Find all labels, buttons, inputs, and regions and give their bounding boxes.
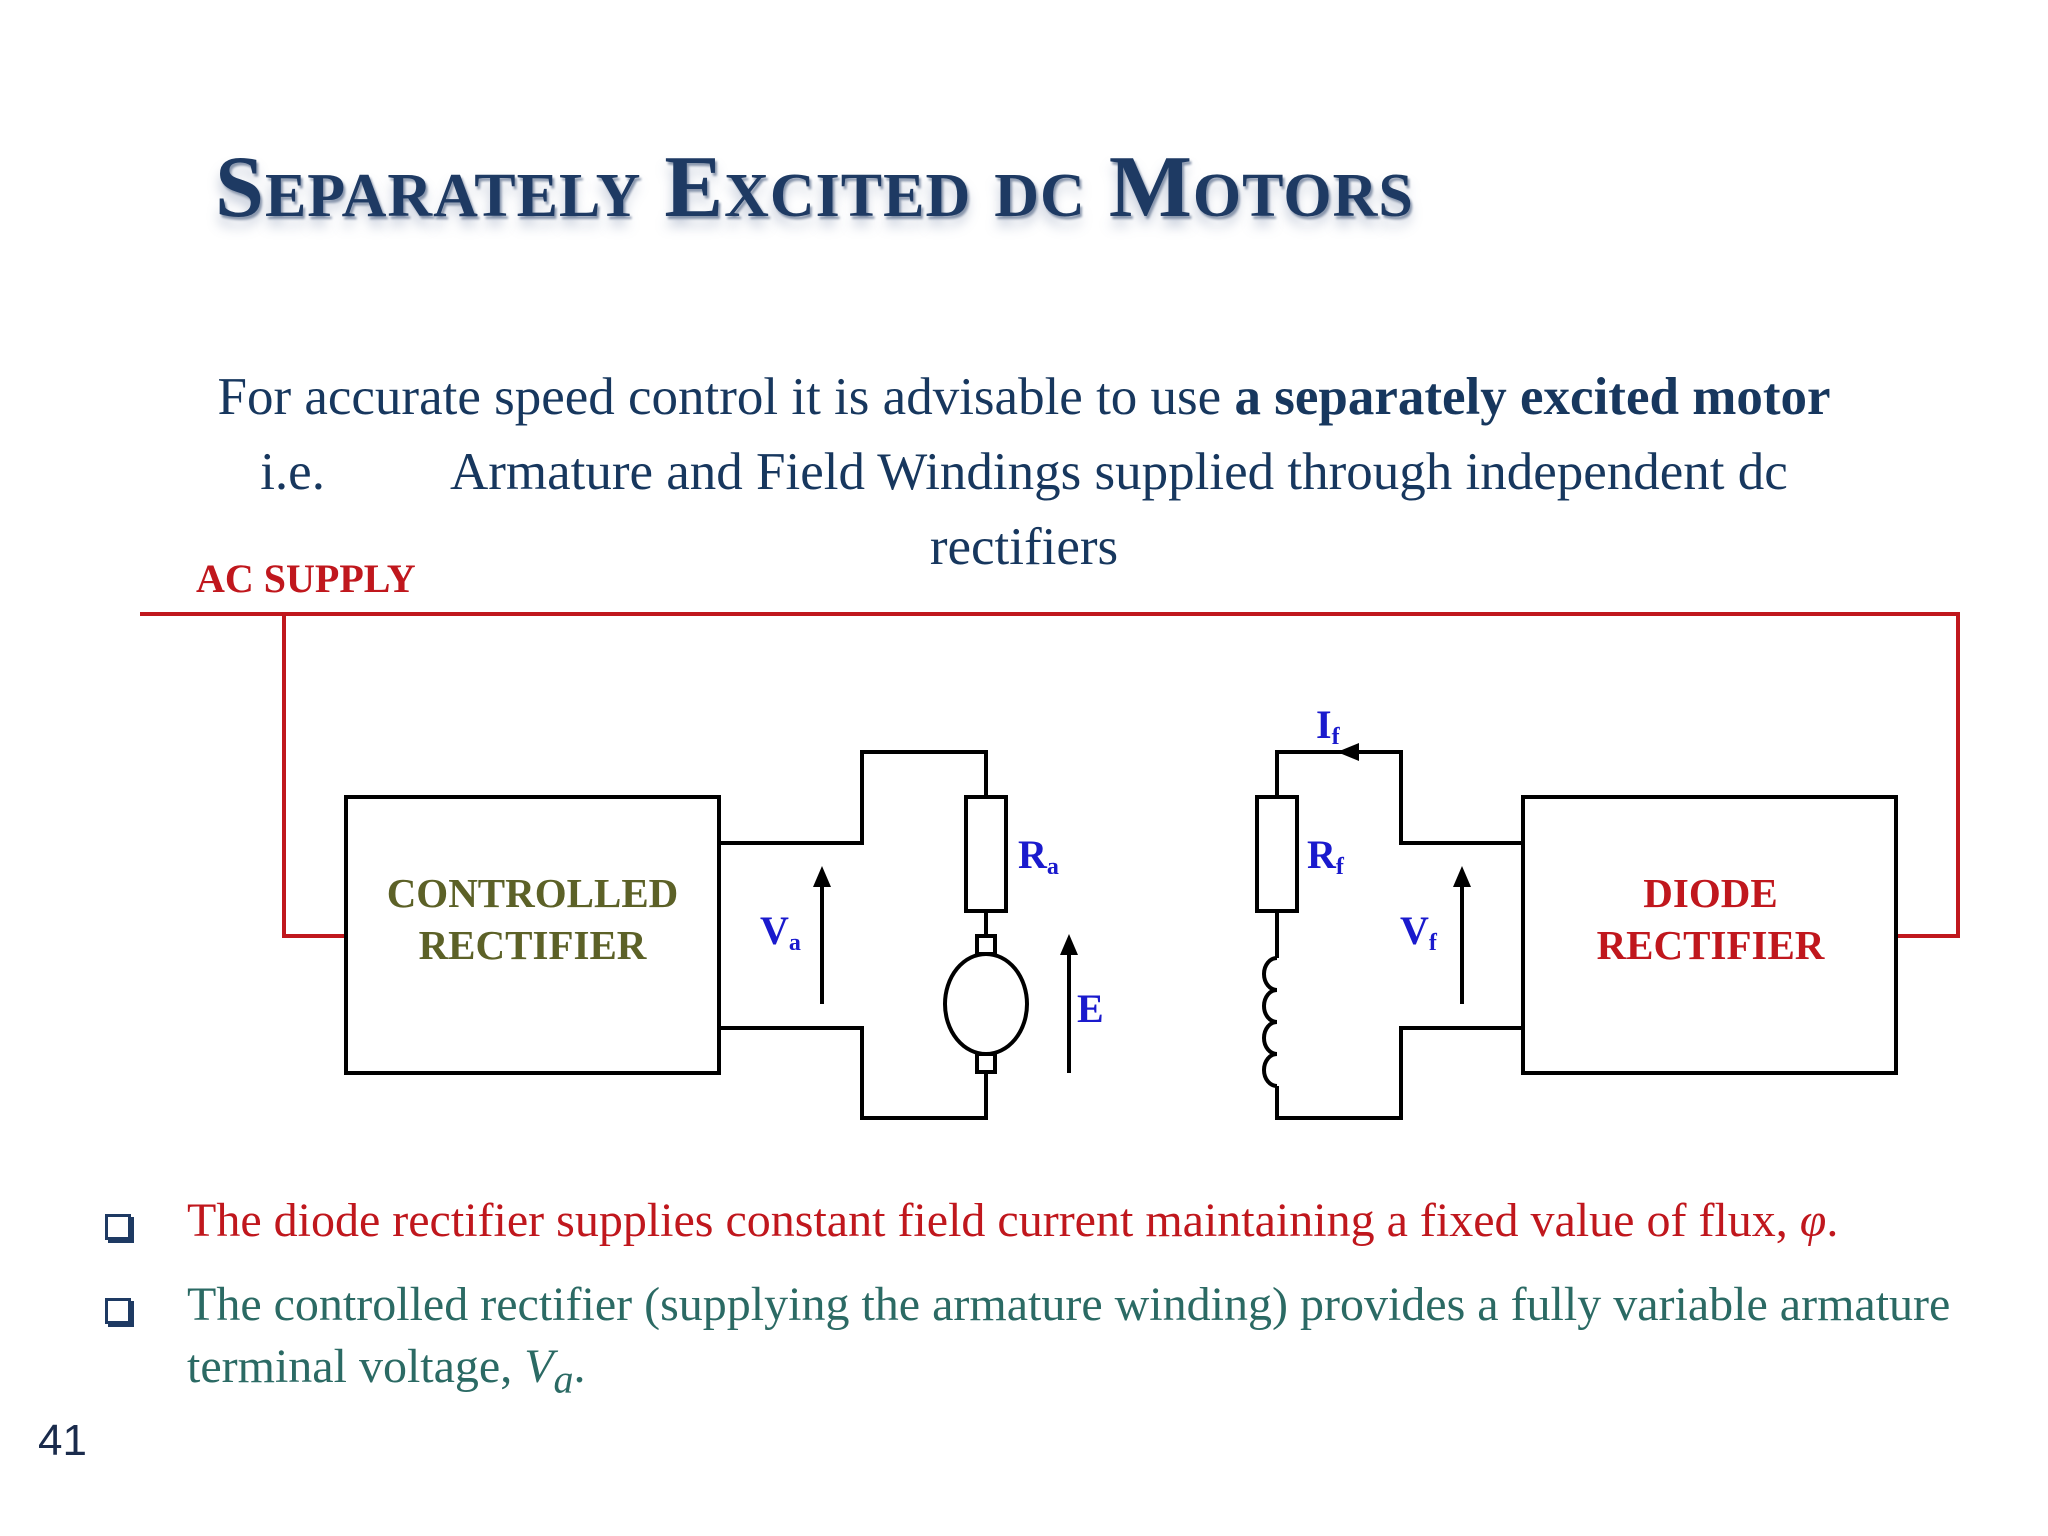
intro-line1-bold: a separately excited motor (1234, 368, 1831, 426)
intro-line2-text: Armature and Field Windings supplied thr… (449, 443, 1788, 501)
field-resistor-rf (1255, 795, 1299, 913)
ac-supply-label: AC SUPPLY (196, 556, 416, 601)
page-number: 41 (38, 1416, 87, 1465)
diode-rectifier-box (1521, 795, 1898, 1075)
label-va: Va (760, 908, 801, 956)
intro-line3: rectifiers (929, 518, 1119, 576)
slide-title: Separately Excited dc Motors (215, 139, 1414, 236)
armature-bottom-wire (719, 1026, 988, 1120)
if-arrow-icon (1337, 743, 1359, 761)
label-ra: Ra (1018, 832, 1059, 880)
field-top-wire (1275, 750, 1523, 845)
intro-ie: i.e. (260, 443, 325, 501)
intro-line1-plain: For accurate speed control it is advisab… (217, 368, 1235, 426)
dc-motor-icon (943, 952, 1029, 1056)
bullet-item: The controlled rectifier (supplying the … (105, 1274, 2005, 1411)
checkbox-bullet-icon (105, 1298, 131, 1324)
field-bottom-wire (1275, 1026, 1523, 1120)
label-e: E (1077, 986, 1104, 1031)
ac-supply-drop-left (282, 614, 346, 938)
label-vf: Vf (1400, 908, 1437, 956)
bullet-item: The diode rectifier supplies constant fi… (105, 1190, 2005, 1252)
label-rf: Rf (1307, 832, 1344, 880)
controlled-rectifier-box (344, 795, 721, 1075)
armature-top-wire (719, 750, 988, 845)
ac-supply-line (140, 612, 1960, 938)
field-coil-icon (1262, 956, 1278, 1088)
intro-text: For accurate speed control it is advisab… (60, 360, 1988, 585)
diode-rectifier-label: DIODE RECTIFIER (1596, 870, 1825, 968)
checkbox-bullet-icon (105, 1214, 131, 1240)
armature-resistor-ra (964, 795, 1008, 913)
controlled-rectifier-label: CONTROLLED RECTIFIER (386, 870, 679, 968)
motor-brush-bottom (975, 1052, 997, 1074)
bullet-list: The diode rectifier supplies constant fi… (105, 1190, 2005, 1433)
motor-brush-top (975, 934, 997, 956)
label-if: If (1316, 702, 1340, 750)
